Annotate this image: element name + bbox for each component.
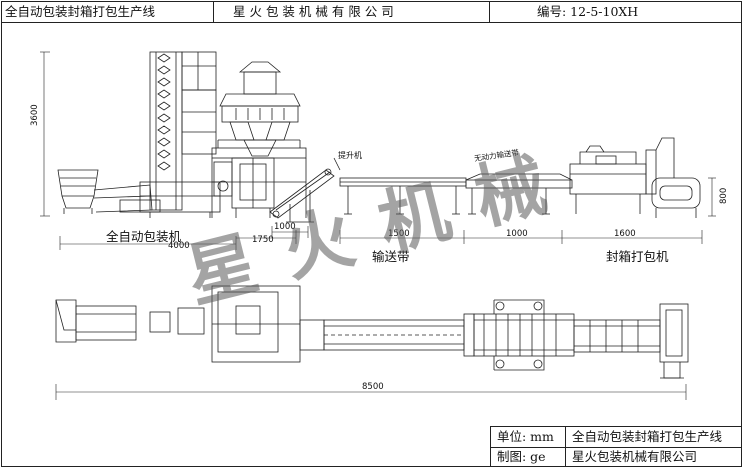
sealer-plan xyxy=(473,299,689,379)
drawer-label: 制图: ge xyxy=(491,447,566,467)
title-block: 单位: mm 全自动包装封箱打包生产线 制图: ge 星火包装机械有限公司 xyxy=(490,426,742,467)
lift-label: 提升机 xyxy=(338,151,362,160)
line-name: 全自动包装封箱打包生产线 xyxy=(572,429,723,444)
title-block-row: 单位: mm 全自动包装封箱打包生产线 xyxy=(491,427,742,448)
platform-dimension: 1750 xyxy=(252,235,274,245)
drawing-title: 全自动包装封箱打包生产线 xyxy=(5,4,156,19)
case-sealer-elevation xyxy=(569,137,701,218)
packing-machine-plan xyxy=(55,285,325,363)
total-length-dimension: 8500 xyxy=(362,382,384,392)
title-block-row: 制图: ge 星火包装机械有限公司 xyxy=(491,447,742,467)
roller-dimension: 1000 xyxy=(506,229,528,239)
height-dimension: 3600 xyxy=(30,104,40,126)
packer-length-dimension: 4000 xyxy=(168,241,190,251)
unpowered-roller-conveyor-elevation xyxy=(465,173,573,215)
elevation-dimension-lines xyxy=(40,51,716,250)
plan-dimension-line xyxy=(55,384,687,400)
sealer-dimension: 1600 xyxy=(614,229,636,239)
packing-machine-label: 全自动包装机 xyxy=(106,229,182,244)
drawing-number: 编号: 12-5-10XH xyxy=(537,4,639,19)
company-label: 星火包装机械有限公司 xyxy=(572,449,698,464)
header-divider xyxy=(489,1,490,22)
unit-label: 单位: mm xyxy=(491,427,566,447)
packing-machine-elevation xyxy=(57,51,307,218)
conveyor-label: 输送带 xyxy=(372,249,410,264)
conveyor-dimension: 1500 xyxy=(388,229,410,239)
lift-conveyor-elevation xyxy=(269,157,341,223)
company-name: 星 火 包 装 机 械 有 限 公 司 xyxy=(233,4,394,19)
sealer-height-dimension: 800 xyxy=(719,187,729,204)
header-divider xyxy=(213,1,214,22)
title-header: 全自动包装封箱打包生产线 星 火 包 装 机 械 有 限 公 司 编号: 12-… xyxy=(1,1,742,23)
sealer-label: 封箱打包机 xyxy=(606,249,669,264)
conveyor-plan xyxy=(323,313,475,357)
lift-dimension: 1000 xyxy=(274,222,296,232)
